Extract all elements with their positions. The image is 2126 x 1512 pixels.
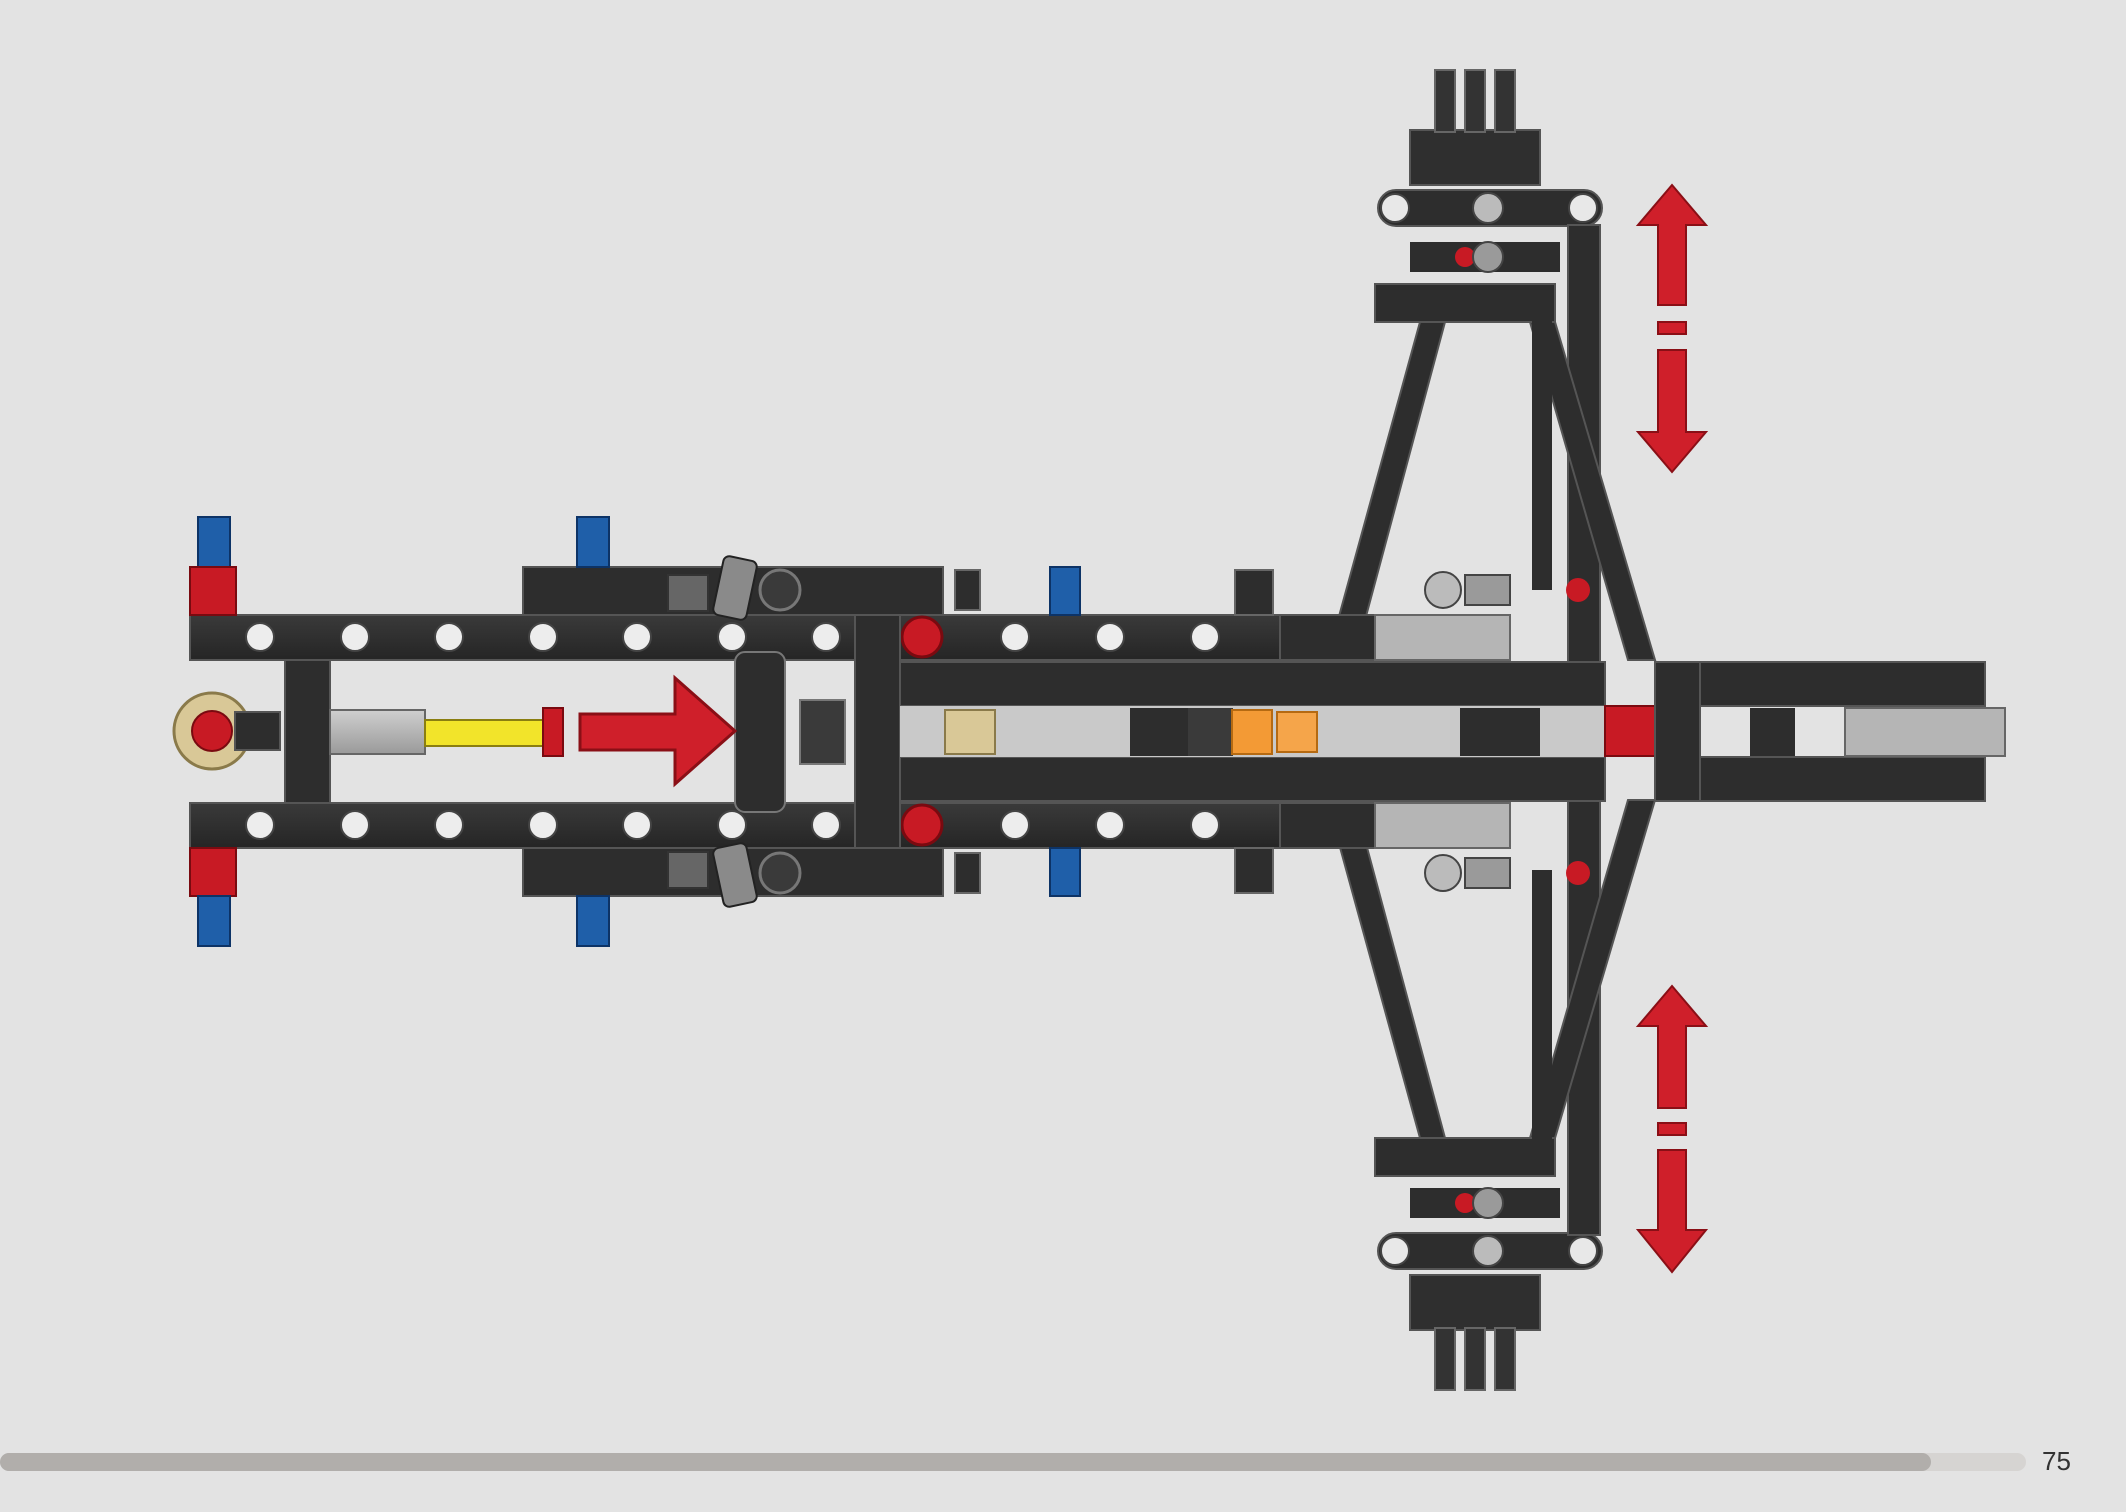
center-cross-connector	[854, 614, 901, 849]
bottom-beam	[189, 802, 1281, 849]
mid-top-blue-pin	[576, 516, 610, 568]
left-cross-connector	[284, 659, 331, 804]
red-connector-top	[900, 615, 944, 659]
right-top-blue-pin	[1049, 566, 1081, 616]
left-top-pin	[189, 516, 237, 616]
double-arrow-vertical-icon	[1635, 984, 1709, 1274]
mid-bottom-blue-pin	[576, 895, 610, 947]
red-bushing	[542, 707, 564, 757]
top-beam	[189, 614, 1281, 661]
center-frame	[899, 661, 1656, 802]
upper-secondary-beam	[522, 555, 1274, 621]
upper-joint	[1279, 571, 1590, 661]
lower-joint	[1279, 802, 1590, 892]
progress-bar-fill	[0, 1453, 1931, 1471]
progress-bar	[0, 1453, 2026, 1471]
double-arrow-vertical-icon	[1635, 183, 1709, 474]
right-bottom-blue-pin	[1049, 847, 1081, 897]
left-bottom-pin	[189, 847, 237, 947]
gray-axle-connector	[329, 709, 426, 755]
arrow-right-icon	[578, 674, 738, 788]
tan-gear	[172, 691, 281, 771]
upper-arm	[1336, 69, 1657, 666]
red-connector-bottom	[900, 803, 944, 847]
page-number: 75	[2042, 1446, 2071, 1476]
lower-arm	[1336, 794, 1657, 1391]
lower-secondary-beam	[522, 842, 1274, 908]
right-end-frame	[1654, 661, 2006, 802]
yellow-axle	[424, 719, 546, 747]
gear-cluster	[734, 651, 846, 813]
